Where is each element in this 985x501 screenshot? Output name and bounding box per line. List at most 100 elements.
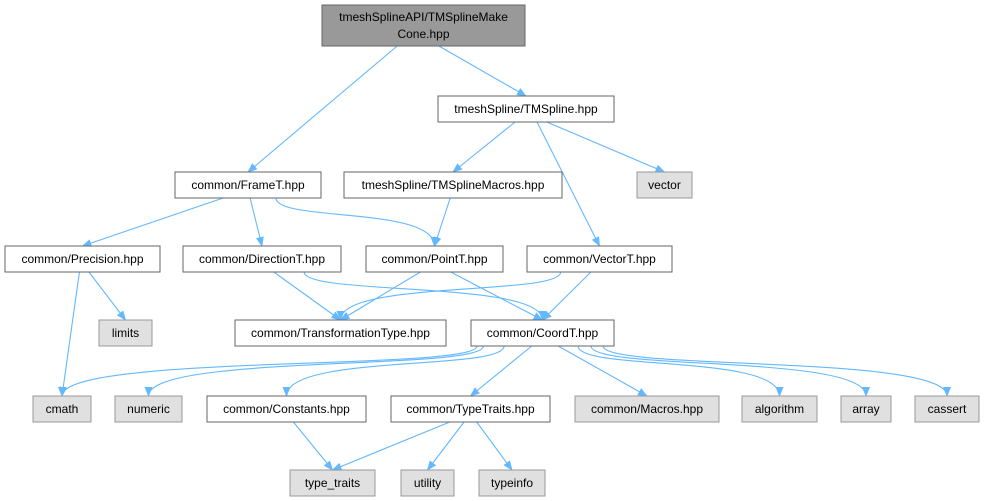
edge-coordt-to-constants — [282, 345, 505, 397]
edge-tmspline-to-vectort — [536, 121, 600, 247]
node-constants-label: common/Constants.hpp — [223, 402, 350, 416]
node-tmspline-label: tmeshSpline/TMSpline.hpp — [454, 102, 598, 116]
node-cmath-box — [32, 395, 92, 423]
edge-pointt-to-coordt — [450, 271, 544, 321]
node-typeinfo[interactable]: typeinfo — [478, 469, 546, 497]
node-pointt-box — [365, 245, 504, 273]
node-array-box — [840, 395, 892, 423]
edge-coordt-to-cmath — [58, 345, 478, 397]
node-typeinfo-label: typeinfo — [491, 476, 533, 490]
node-directiont-box — [182, 245, 342, 273]
node-numeric-label: numeric — [127, 402, 170, 416]
node-type-traits[interactable]: type_traits — [289, 469, 376, 497]
edge-coordt-to-typetraits — [469, 345, 533, 397]
node-framet-box — [174, 171, 322, 199]
node-precision-label: common/Precision.hpp — [21, 252, 143, 266]
edge-coordt-to-macros — [557, 345, 648, 397]
node-utility-label: utility — [414, 476, 441, 490]
node-limits-box — [98, 319, 153, 347]
node-coordt-label: common/CoordT.hpp — [487, 326, 599, 340]
edge-coordt-to-array — [590, 345, 870, 397]
edge-typetraits-to-typeinfo — [476, 421, 513, 471]
node-pointt-hpp[interactable]: common/PointT.hpp — [365, 245, 504, 273]
edge-tmspline-to-tmsplinemacros — [452, 121, 516, 173]
edge-tmspline-to-vector — [546, 121, 666, 173]
edge-framet-to-precision — [81, 197, 224, 247]
node-type-traits-box — [289, 469, 376, 497]
node-pointt-label: common/PointT.hpp — [381, 252, 487, 266]
node-vectort-box — [526, 245, 673, 273]
node-tmspline-hpp[interactable]: tmeshSpline/TMSpline.hpp — [437, 95, 615, 123]
node-root-label-line2: Cone.hpp — [397, 27, 449, 41]
edge-layer — [58, 45, 951, 471]
node-algorithm-box — [741, 395, 818, 423]
node-transformationtype-hpp[interactable]: common/TransformationType.hpp — [234, 319, 447, 347]
edge-root-to-framet — [247, 45, 398, 173]
node-macros-hpp[interactable]: common/Macros.hpp — [574, 395, 720, 423]
node-algorithm[interactable]: algorithm — [741, 395, 818, 423]
node-typetraits-box — [390, 395, 551, 423]
edge-vectort-to-transformationtype — [336, 271, 562, 321]
node-constants-hpp[interactable]: common/Constants.hpp — [206, 395, 367, 423]
node-type-traits-label: type_traits — [305, 476, 360, 490]
edge-directiont-to-transformationtype — [273, 271, 342, 321]
edge-framet-to-pointt — [275, 197, 439, 247]
node-numeric-box — [114, 395, 183, 423]
node-cassert[interactable]: cassert — [914, 395, 980, 423]
node-limits-label: limits — [112, 326, 139, 340]
edge-tmsplinemacros-to-pointt — [433, 197, 451, 247]
node-coordt-box — [470, 319, 615, 347]
edge-directiont-to-coordt — [303, 271, 547, 321]
node-vectort-hpp[interactable]: common/VectorT.hpp — [526, 245, 673, 273]
node-tmsplinemacros-box — [343, 171, 563, 199]
node-array[interactable]: array — [840, 395, 892, 423]
node-macros-box — [574, 395, 720, 423]
node-transformationtype-box — [234, 319, 447, 347]
node-root-box — [321, 4, 526, 47]
edge-framet-to-directiont — [249, 197, 264, 247]
node-root-file[interactable]: tmeshSplineAPI/TMSplineMake Cone.hpp — [321, 4, 526, 47]
node-utility[interactable]: utility — [400, 469, 455, 497]
edge-root-to-tmspline — [438, 45, 527, 97]
node-numeric[interactable]: numeric — [114, 395, 183, 423]
node-vectort-label: common/VectorT.hpp — [543, 252, 656, 266]
edge-typetraits-to-type_traits — [331, 421, 451, 471]
node-precision-hpp[interactable]: common/Precision.hpp — [4, 245, 161, 273]
edge-coordt-to-numeric — [144, 345, 484, 397]
node-precision-box — [4, 245, 161, 273]
node-cassert-box — [914, 395, 980, 423]
node-typeinfo-box — [478, 469, 546, 497]
edge-constants-to-type_traits — [292, 421, 334, 471]
node-typetraits-label: common/TypeTraits.hpp — [406, 402, 535, 416]
node-tmsplinemacros-label: tmeshSpline/TMSplineMacros.hpp — [362, 178, 545, 192]
edge-typetraits-to-utility — [426, 421, 465, 471]
edge-coordt-to-cassert — [602, 345, 951, 397]
node-utility-box — [400, 469, 455, 497]
node-typetraits-hpp[interactable]: common/TypeTraits.hpp — [390, 395, 551, 423]
node-vector-label: vector — [648, 178, 681, 192]
edge-pointt-to-transformationtype — [339, 271, 421, 321]
node-macros-label: common/Macros.hpp — [591, 402, 703, 416]
node-vector-box — [636, 171, 693, 199]
edge-vectort-to-coordt — [541, 271, 592, 321]
node-framet-label: common/FrameT.hpp — [191, 178, 305, 192]
node-tmsplinemacros-hpp[interactable]: tmeshSpline/TMSplineMacros.hpp — [343, 171, 563, 199]
edge-precision-to-limits — [88, 271, 127, 321]
node-tmspline-box — [437, 95, 615, 123]
node-cassert-label: cassert — [928, 402, 967, 416]
node-algorithm-label: algorithm — [755, 402, 804, 416]
node-root-label-line1: tmeshSplineAPI/TMSplineMake — [339, 10, 508, 24]
node-limits[interactable]: limits — [98, 319, 153, 347]
node-framet-hpp[interactable]: common/FrameT.hpp — [174, 171, 322, 199]
node-array-label: array — [852, 402, 879, 416]
node-cmath-label: cmath — [46, 402, 79, 416]
node-directiont-label: common/DirectionT.hpp — [199, 252, 325, 266]
node-directiont-hpp[interactable]: common/DirectionT.hpp — [182, 245, 342, 273]
node-coordt-hpp[interactable]: common/CoordT.hpp — [470, 319, 615, 347]
node-cmath[interactable]: cmath — [32, 395, 92, 423]
edge-coordt-to-algorithm — [577, 345, 784, 397]
node-vector[interactable]: vector — [636, 171, 693, 199]
node-transformationtype-label: common/TransformationType.hpp — [251, 326, 430, 340]
node-layer: tmeshSplineAPI/TMSplineMake Cone.hpp tme… — [4, 4, 980, 497]
